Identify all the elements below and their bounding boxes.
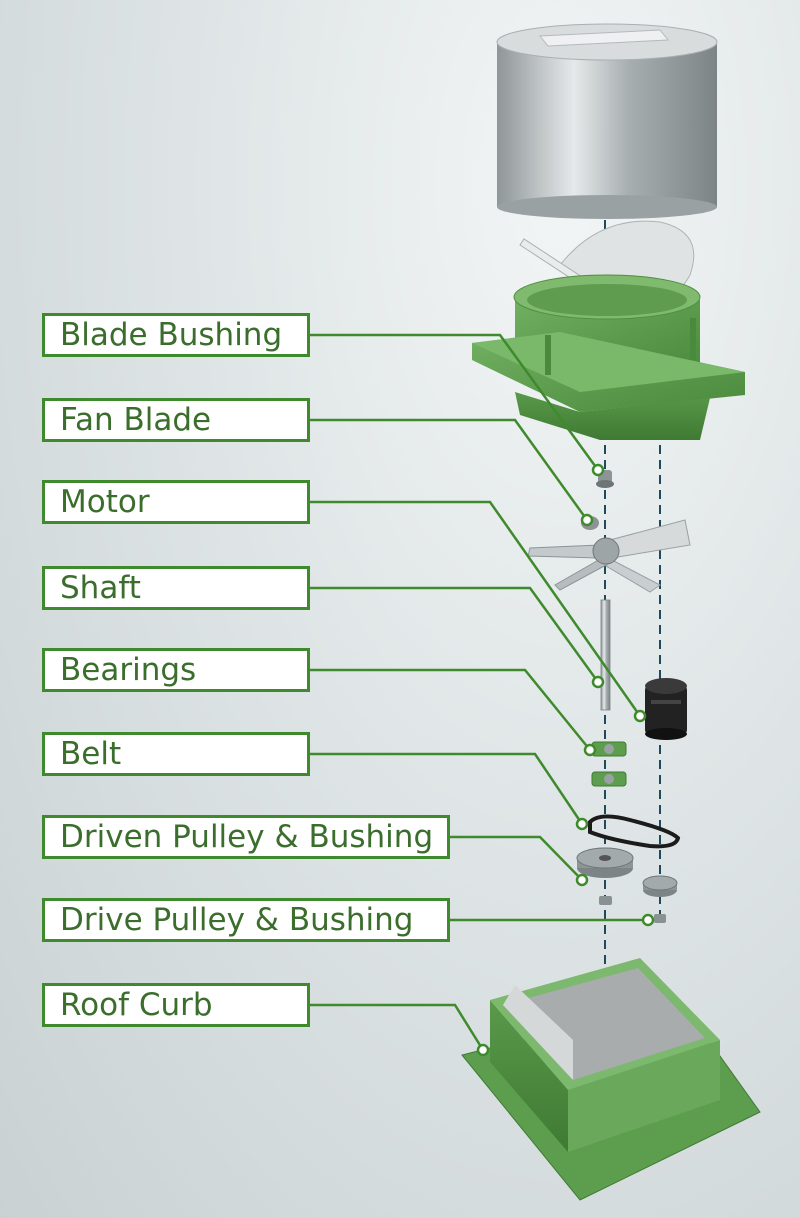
leader-bearings xyxy=(310,668,591,751)
dot-belt xyxy=(575,817,589,831)
label-belt: Belt xyxy=(42,732,310,776)
leader-shaft xyxy=(310,586,600,683)
label-text: Shaft xyxy=(60,570,141,606)
label-shaft: Shaft xyxy=(42,566,310,610)
roof-curb-part xyxy=(461,958,761,1201)
label-text: Belt xyxy=(60,736,122,772)
label-bearings: Bearings xyxy=(42,648,310,692)
label-driven-pulley: Driven Pulley & Bushing xyxy=(42,815,450,859)
belt-part xyxy=(588,814,681,849)
dot-driven-pulley xyxy=(575,873,589,887)
label-text: Fan Blade xyxy=(60,402,212,438)
leader-roof-curb xyxy=(310,1003,485,1051)
leader-dots xyxy=(476,463,655,1057)
leader-belt xyxy=(310,752,584,825)
label-text: Roof Curb xyxy=(60,987,213,1023)
fan-blade-part xyxy=(527,516,691,593)
bearings-part xyxy=(591,741,627,787)
label-text: Bearings xyxy=(60,652,197,688)
driven-pulley-part xyxy=(576,847,634,905)
leader-lines xyxy=(310,333,648,1051)
drive-pulley-part xyxy=(642,875,678,923)
label-text: Driven Pulley & Bushing xyxy=(60,819,434,855)
shaft-part xyxy=(600,599,611,711)
dot-blade-bushing xyxy=(591,463,605,477)
dot-shaft xyxy=(591,675,605,689)
dot-bearings xyxy=(583,743,597,757)
dot-drive-pulley xyxy=(641,913,655,927)
label-motor: Motor xyxy=(42,480,310,524)
leader-driven-pulley xyxy=(450,835,583,881)
dot-roof-curb xyxy=(476,1043,490,1057)
motor-part xyxy=(645,678,687,740)
fan-housing xyxy=(472,274,745,440)
leader-blade-bushing xyxy=(310,333,600,471)
dot-fan-blade xyxy=(580,513,594,527)
leader-motor xyxy=(310,500,642,717)
label-fan-blade: Fan Blade xyxy=(42,398,310,442)
dot-motor xyxy=(633,709,647,723)
label-blade-bushing: Blade Bushing xyxy=(42,313,310,357)
leader-fan-blade xyxy=(310,418,589,521)
label-text: Motor xyxy=(60,484,150,520)
label-text: Blade Bushing xyxy=(60,317,283,353)
label-roof-curb: Roof Curb xyxy=(42,983,310,1027)
label-text: Drive Pulley & Bushing xyxy=(60,902,414,938)
windband-cylinder xyxy=(496,23,718,219)
label-drive-pulley: Drive Pulley & Bushing xyxy=(42,898,450,942)
